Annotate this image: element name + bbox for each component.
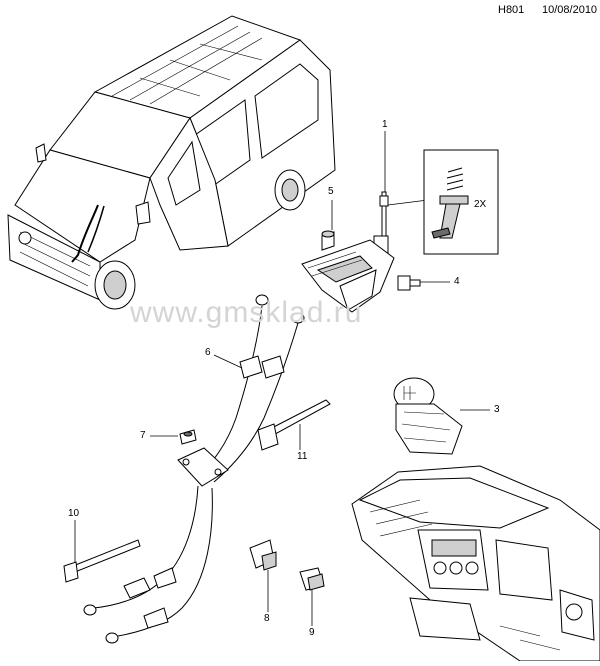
dashboard-illustration — [351, 465, 600, 662]
callout-3: 3 — [494, 404, 500, 415]
shifter-housing — [301, 239, 395, 313]
clip-part-9 — [299, 567, 325, 626]
diagram-date: 10/08/2010 — [542, 4, 598, 16]
gear-cables-part-6 — [83, 294, 305, 644]
bushing-part-5 — [321, 200, 335, 251]
watermark: www.gmsklad.ru — [130, 296, 363, 329]
van-illustration — [7, 15, 336, 310]
callout-2x: 2X — [474, 199, 487, 210]
callout-7: 7 — [140, 430, 146, 441]
callout-4: 4 — [454, 276, 460, 287]
gear-lever-part-1 — [373, 131, 429, 257]
bolt-part-4 — [397, 275, 450, 291]
diagram-code: H801 — [498, 4, 525, 16]
gear-knob-part-3 — [393, 377, 490, 455]
callout-6: 6 — [205, 347, 211, 358]
callout-11: 11 — [297, 451, 308, 462]
cable-tie-part-10 — [63, 520, 141, 583]
callout-1: 1 — [382, 119, 388, 130]
callout-5: 5 — [328, 186, 334, 197]
callout-8: 8 — [264, 613, 270, 624]
nut-part-7 — [150, 429, 197, 445]
callout-10: 10 — [68, 508, 80, 519]
callout-9: 9 — [309, 627, 315, 638]
spring-detail-box — [423, 149, 499, 255]
cable-tie-part-11 — [257, 399, 331, 451]
clip-part-8 — [249, 539, 277, 612]
